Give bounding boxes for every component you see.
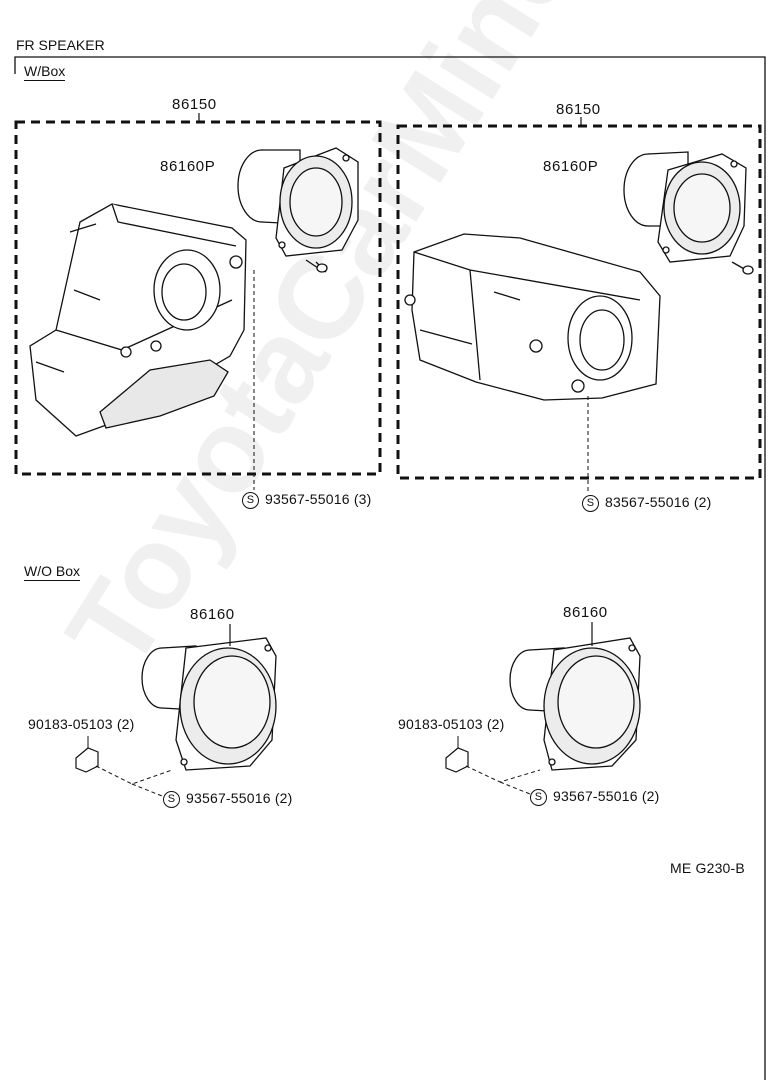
nobox-right-dash-leader xyxy=(465,765,541,795)
screw-part-nobox-left: 93567-55016 (2) xyxy=(186,790,293,806)
screw-part-nobox-right: 93567-55016 (2) xyxy=(553,788,660,804)
left-assembly-box xyxy=(14,120,382,476)
screw-symbol-icon: S xyxy=(530,788,547,806)
nut-part-right: 90183-05103 (2) xyxy=(398,716,505,732)
left-box-speaker-drawing xyxy=(237,147,359,273)
screw-symbol-icon: S xyxy=(163,790,180,808)
screw-symbol-icon: S xyxy=(582,494,599,512)
nobox-left-dash-leader xyxy=(95,765,173,797)
part-86160p-right: 86160P xyxy=(543,158,599,175)
part-86150-right: 86150 xyxy=(556,101,601,118)
right-box-speaker-drawing xyxy=(623,151,754,275)
screw-symbol-icon: S xyxy=(242,491,259,509)
part-86150-left: 86150 xyxy=(172,96,217,113)
right-assembly-box xyxy=(396,124,762,480)
part-86160-left: 86160 xyxy=(190,606,235,623)
header-frame xyxy=(14,56,766,1080)
part-86160-right: 86160 xyxy=(563,604,608,621)
screw-part-right: 83567-55016 (2) xyxy=(605,494,712,510)
screw-label-nobox-left: S 93567-55016 (2) xyxy=(163,790,293,808)
right-speaker-box-drawing xyxy=(404,233,661,401)
part-86160p-left: 86160P xyxy=(160,158,216,175)
left-speaker-box-drawing xyxy=(29,203,247,437)
page-title: FR SPEAKER xyxy=(16,37,105,53)
screw-label-right: S 83567-55016 (2) xyxy=(582,494,712,512)
nobox-right-speaker-drawing xyxy=(509,637,641,771)
screw-label-left: S 93567-55016 (3) xyxy=(242,491,372,509)
section-with-box: W/Box xyxy=(24,63,66,81)
nobox-left-speaker-drawing xyxy=(141,637,277,771)
nut-part-left: 90183-05103 (2) xyxy=(28,716,135,732)
nobox-right-nut-drawing xyxy=(445,747,469,773)
screw-part-left: 93567-55016 (3) xyxy=(265,491,372,507)
diagram-code: ME G230-B xyxy=(670,860,745,876)
section-without-box: W/O Box xyxy=(24,563,81,581)
screw-label-nobox-right: S 93567-55016 (2) xyxy=(530,788,660,806)
nobox-left-nut-drawing xyxy=(75,747,99,773)
